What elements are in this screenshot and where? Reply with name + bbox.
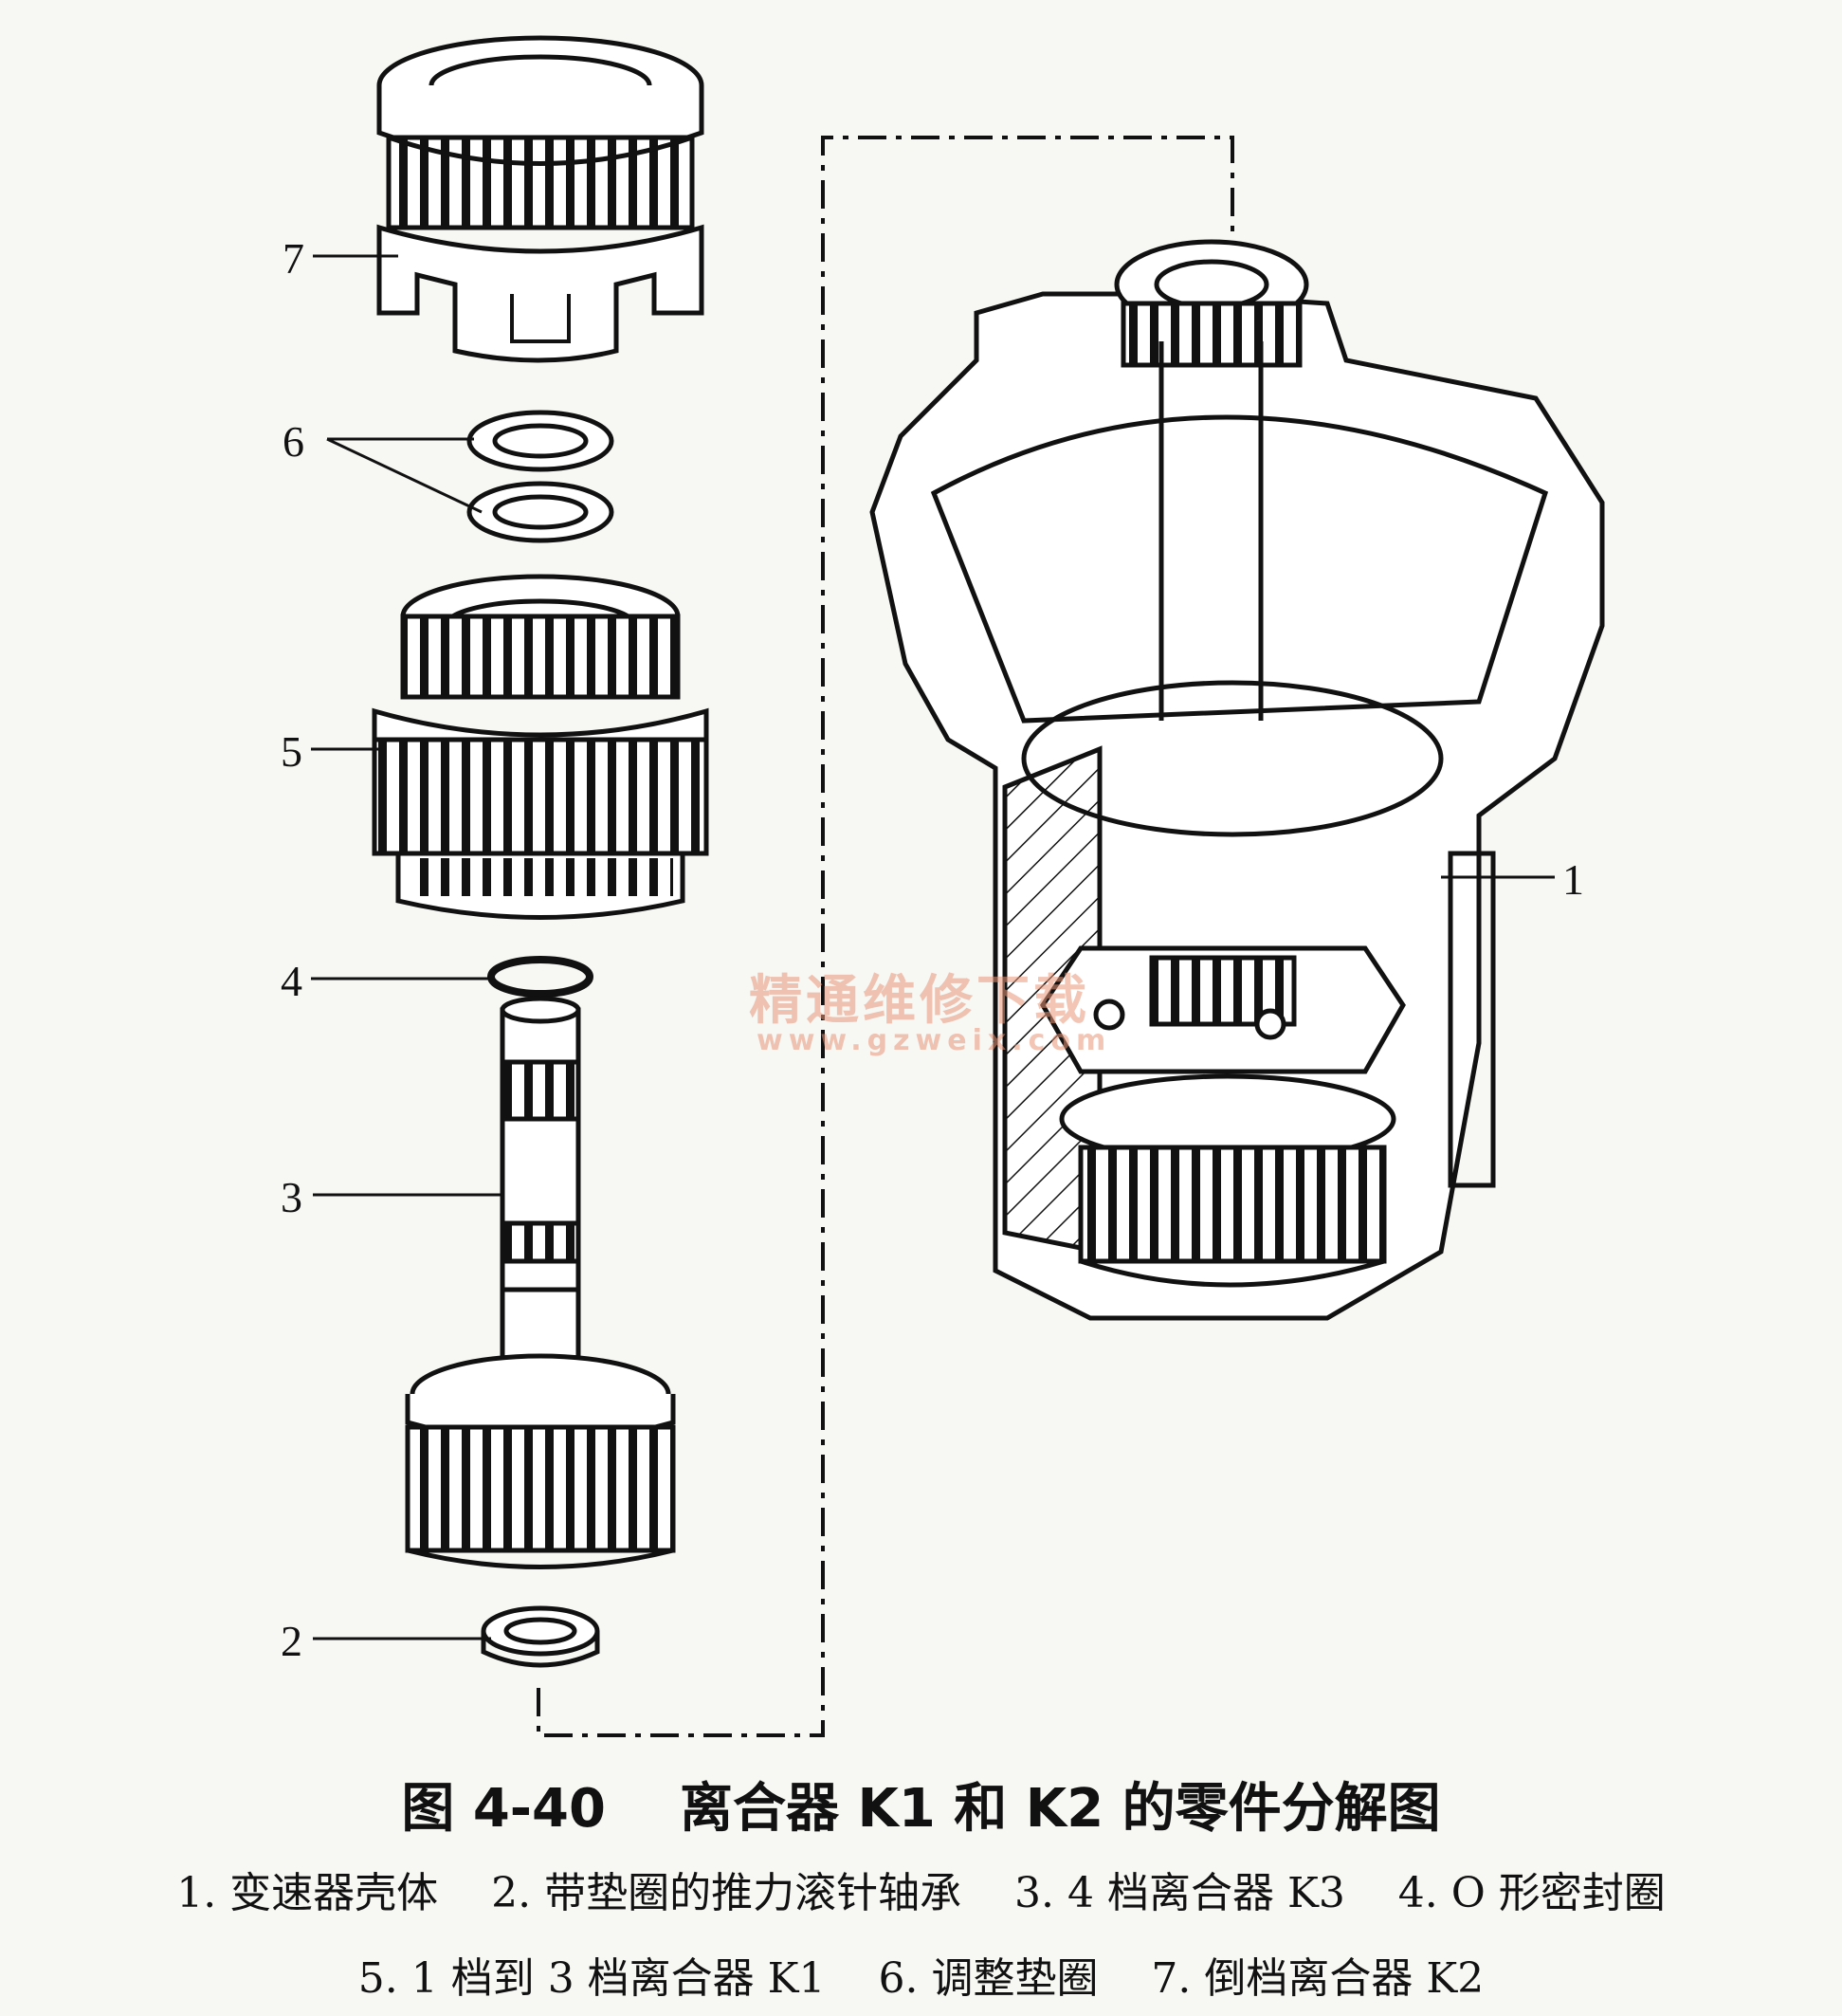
figure-caption: 图 4-40 离合器 K1 和 K2 的零件分解图 [0,1766,1842,1842]
callout-5: 5 [281,727,302,776]
callout-4: 4 [281,957,302,1005]
assembly-path-bracket [537,136,1234,1737]
part-1-transmission-housing [869,239,1605,1321]
callout-2: 2 [281,1617,302,1665]
part-6-adjusting-shims [466,410,614,543]
watermark-text: 精通维修下载 [749,970,1090,1032]
watermark-url: www.gzweix.com [757,1024,1112,1057]
figure-title: 离合器 K1 和 K2 的零件分解图 [679,1778,1441,1840]
part-5-clutch-k1 [372,574,709,920]
part-4-o-ring [487,956,593,998]
leader-lines [311,254,1555,1640]
legend-line-1: 1. 变速器壳体 2. 带垫圈的推力滚针轴承 3. 4 档离合器 K3 4. O… [176,1869,1666,1917]
callout-6: 6 [283,417,304,466]
callout-3: 3 [281,1173,302,1221]
figure-number: 图 4-40 [401,1778,606,1840]
part-3-clutch-k3 [405,996,676,1569]
callout-7: 7 [283,234,304,283]
part-2-thrust-needle-bearing [481,1605,600,1668]
callout-1: 1 [1562,855,1584,904]
part-7-reverse-clutch-k2 [376,35,704,363]
legend-line-2: 5. 1 档到 3 档离合器 K1 6. 调整垫圈 7. 倒档离合器 K2 [357,1954,1485,2003]
